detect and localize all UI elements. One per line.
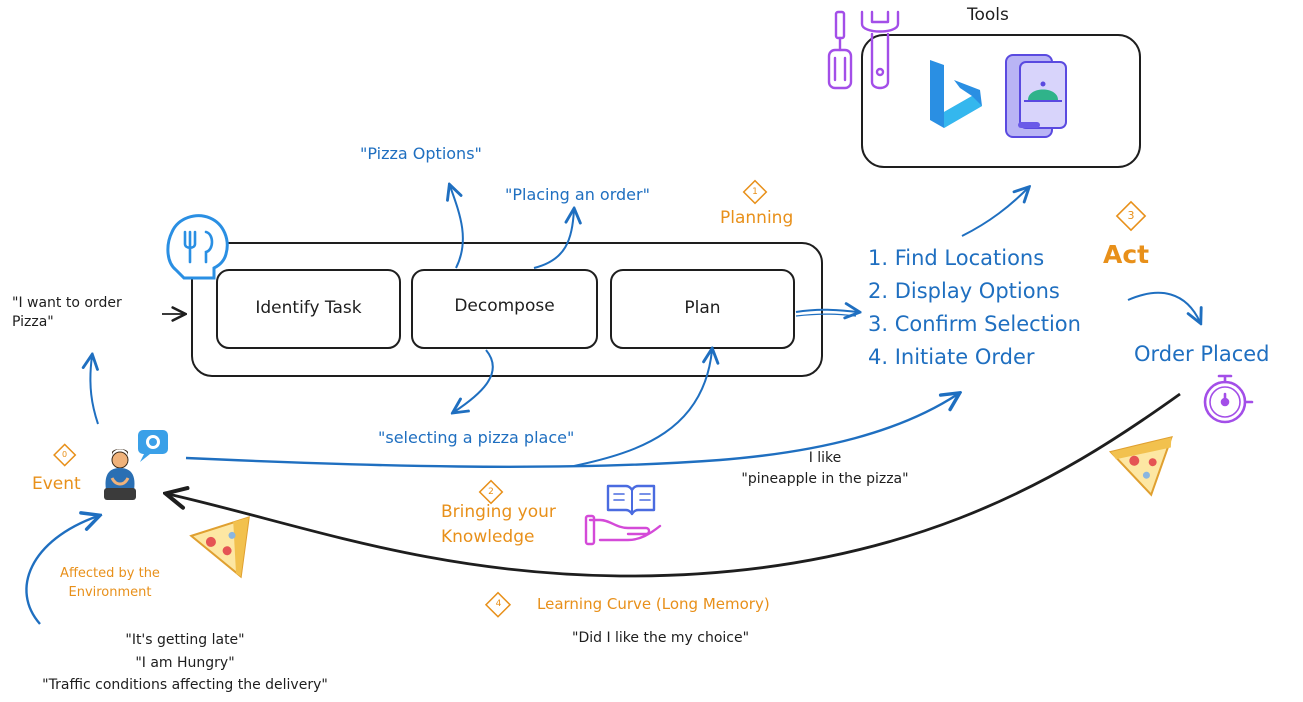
- plan-step-2: 2. Display Options: [868, 279, 1060, 303]
- preference-line2: "pineapple in the pizza": [741, 471, 909, 487]
- arrow-preference-to-steps: [185, 394, 958, 468]
- arrow-steps-to-tools: [961, 188, 1028, 237]
- arrow-decompose-placing-order: [533, 210, 574, 269]
- arrow-steps-to-order-placed: [1127, 291, 1200, 322]
- output-selecting-place: "selecting a pizza place": [378, 428, 575, 447]
- bing-logo-icon: [930, 60, 982, 128]
- stage-label-knowledge-line2: Knowledge: [441, 527, 535, 547]
- food-delivery-app-icon: [1005, 54, 1067, 138]
- preference-line1: I like: [808, 450, 842, 466]
- stage-number-act: 3: [1127, 209, 1135, 222]
- arrow-plan-to-steps: [795, 310, 858, 312]
- step-box-decompose: [411, 269, 598, 349]
- stage-number-knowledge: 2: [488, 487, 494, 497]
- stage-diamond-learning: [484, 591, 512, 618]
- stage-diamond-act: [1115, 200, 1147, 232]
- step-decompose: Decompose: [454, 296, 555, 316]
- environment-quote-3: "Traffic conditions affecting the delive…: [42, 677, 328, 693]
- stage-label-event: Event: [32, 474, 81, 494]
- arrow-decompose-pizza-options: [450, 186, 464, 269]
- input-quote-line1: "I want to order: [12, 295, 122, 311]
- arrow-decompose-selecting-place: [454, 349, 494, 412]
- environment-label-line2: Environment: [68, 585, 152, 600]
- pizza-slice-icon: [189, 516, 250, 579]
- stage-number-event: 0: [61, 450, 68, 459]
- screwdriver-wrench-icon: [827, 10, 900, 90]
- stopwatch-icon: [1203, 374, 1254, 424]
- stage-label-knowledge-line1: Bringing your: [441, 502, 556, 522]
- output-pizza-options: "Pizza Options": [360, 144, 482, 163]
- environment-quote-1: "It's getting late": [125, 632, 245, 648]
- environment-quote-2: "I am Hungry": [135, 655, 235, 671]
- stage-number-planning: 1: [752, 187, 758, 197]
- arrow-event-to-input: [90, 356, 99, 425]
- hungry-person-icon: [104, 449, 136, 500]
- tools-box: [861, 34, 1141, 168]
- order-placed-label: Order Placed: [1134, 342, 1270, 366]
- stage-label-act: Act: [1103, 240, 1150, 269]
- arrow-environment-to-event: [25, 516, 98, 625]
- brain-fork-knife-icon: [166, 214, 229, 280]
- stage-label-learning: Learning Curve (Long Memory): [537, 595, 770, 613]
- knowledge-hand-book-icon: [584, 484, 662, 546]
- stage-diamond-planning: [742, 179, 768, 205]
- pizza-slice-icon: [1108, 435, 1173, 497]
- stage-number-learning: 4: [495, 599, 502, 609]
- tools-title: Tools: [967, 5, 1009, 25]
- plan-step-4: 4. Initiate Order: [868, 345, 1035, 369]
- step-box-identify-task: [216, 269, 401, 349]
- stage-diamond-knowledge: [478, 479, 504, 505]
- input-quote-line2: Pizza": [12, 314, 54, 330]
- food-thought-bubble-icon: [138, 430, 168, 462]
- stage-label-planning: Planning: [720, 208, 794, 228]
- arrow-knowledge-to-plan: [573, 350, 712, 467]
- stage-diamond-event: [53, 443, 77, 467]
- output-placing-order: "Placing an order": [505, 185, 650, 204]
- environment-label-line1: Affected by the: [60, 566, 160, 581]
- plan-step-3: 3. Confirm Selection: [868, 312, 1081, 336]
- learning-quote: "Did I like the my choice": [572, 630, 750, 646]
- step-plan: Plan: [684, 298, 721, 318]
- plan-step-1: 1. Find Locations: [868, 246, 1045, 270]
- step-identify-task: Identify Task: [255, 298, 362, 318]
- arrow-learning-curve: [168, 392, 1181, 578]
